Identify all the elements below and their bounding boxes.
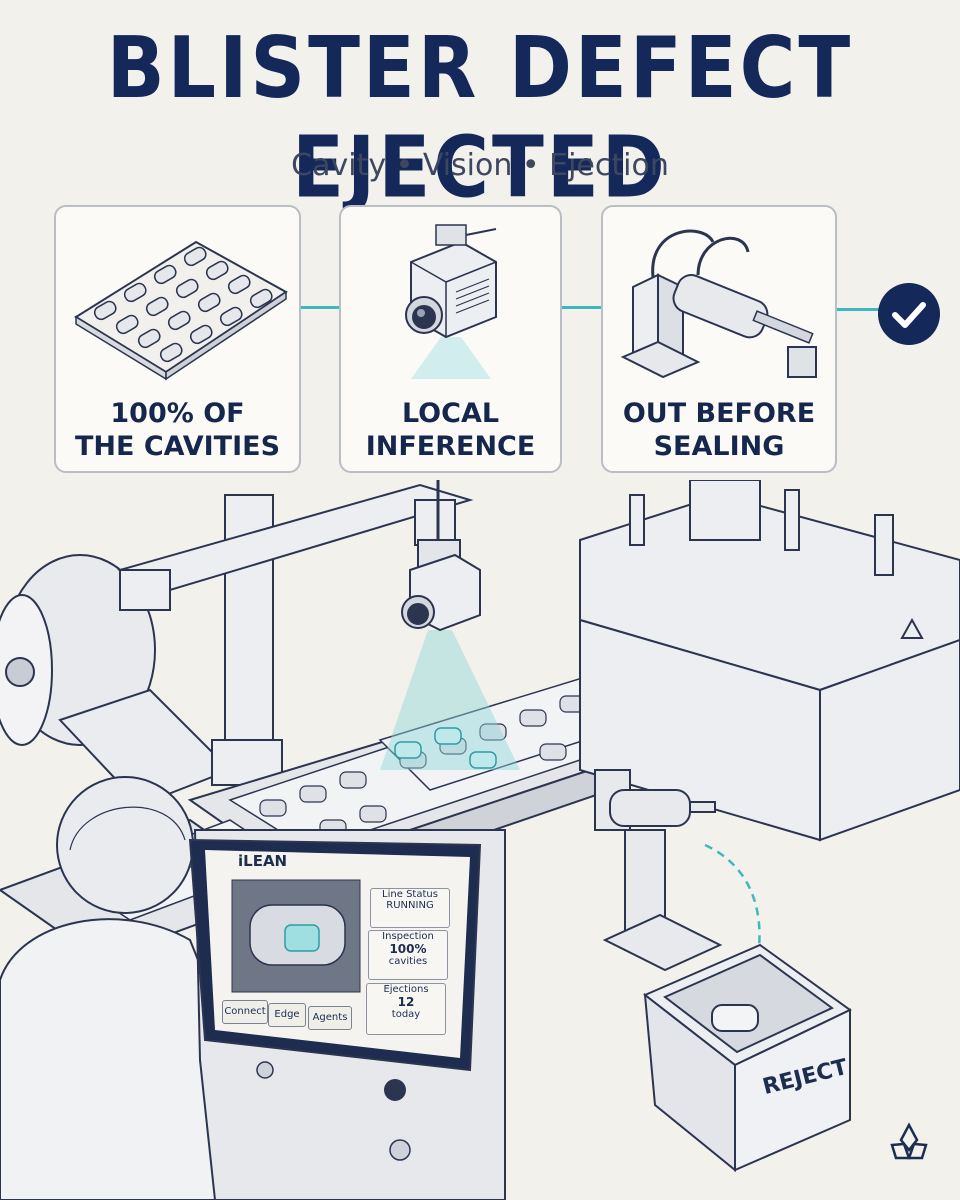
ejector-cylinder bbox=[594, 769, 723, 972]
edge-button[interactable]: Edge bbox=[268, 1003, 306, 1027]
packaging-line-illustration bbox=[0, 480, 960, 1200]
ejections-panel: Ejections 12 today bbox=[366, 983, 446, 1035]
connector-line bbox=[562, 306, 602, 309]
hmi-brand: iLEAN bbox=[238, 852, 288, 870]
inspection-label: Inspection bbox=[382, 931, 434, 942]
inspection-unit: cavities bbox=[388, 956, 428, 967]
page-title: BLISTER DEFECT EJECTED bbox=[106, 17, 854, 217]
inline-camera bbox=[401, 480, 481, 632]
page-subtitle: Cavity • Vision • Ejection bbox=[291, 148, 669, 183]
ejections-unit: today bbox=[391, 1009, 421, 1020]
vision-camera-icon bbox=[405, 224, 497, 379]
connector-line bbox=[300, 306, 340, 309]
line-status-value: RUNNING bbox=[386, 900, 434, 911]
inspection-value: 100% bbox=[389, 942, 427, 956]
pneumatic-ejector-icon bbox=[620, 229, 817, 379]
ejections-label: Ejections bbox=[383, 984, 429, 995]
blister-pack-icon bbox=[74, 240, 288, 381]
line-status-panel: Line Status RUNNING bbox=[370, 888, 450, 928]
foil-roll bbox=[0, 554, 156, 746]
check-circle-icon bbox=[878, 283, 940, 345]
inspection-panel: Inspection 100% cavities bbox=[368, 930, 448, 980]
camera-gantry bbox=[116, 483, 474, 786]
agents-button[interactable]: Agents bbox=[308, 1006, 352, 1030]
connect-button[interactable]: Connect bbox=[222, 1000, 268, 1024]
ejections-value: 12 bbox=[397, 995, 415, 1009]
reject-bin bbox=[643, 943, 852, 1173]
brand-logo-icon bbox=[884, 1120, 934, 1170]
sealing-press bbox=[579, 480, 960, 842]
line-status-label: Line Status bbox=[382, 889, 438, 900]
connector-line bbox=[836, 308, 880, 311]
